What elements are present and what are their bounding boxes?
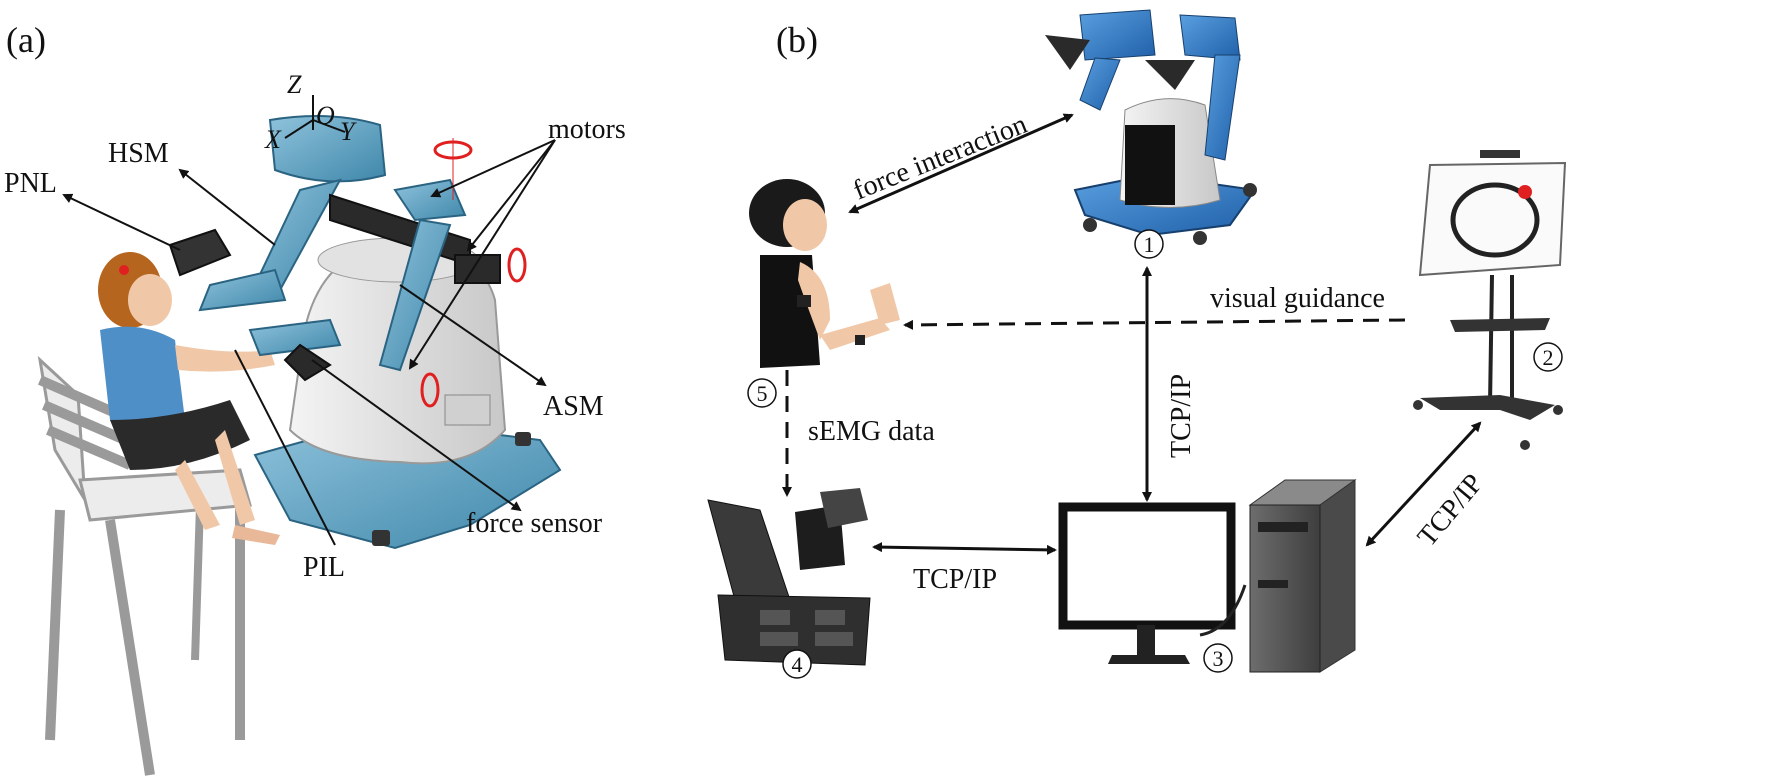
subject-illustration [749, 179, 900, 368]
node-2-label: 2 [1543, 345, 1554, 370]
label-force-sensor: force sensor [466, 508, 603, 539]
node-markers [747, 229, 1563, 679]
axis-x-label: X [264, 125, 282, 154]
leader-lines [62, 139, 556, 546]
node-1-label: 1 [1144, 232, 1155, 257]
connector-lines [782, 113, 1482, 555]
rotation-arrows [420, 138, 527, 408]
robot-arms-illustration [168, 115, 501, 382]
semg-device-illustration [707, 488, 871, 666]
label-tcpip-diagonal: TCP/IP [1412, 468, 1490, 552]
panel-a: (a) [4, 20, 626, 776]
axis-o-label: O [316, 101, 335, 130]
label-asm: ASM [543, 391, 604, 422]
label-visual-guidance: visual guidance [1210, 283, 1385, 314]
label-tcpip-horizontal: TCP/IP [913, 564, 997, 595]
node-5-label: 5 [757, 381, 768, 406]
axis-z-label: Z [287, 70, 302, 99]
label-motors: motors [548, 114, 626, 145]
panel-b-tag: (b) [776, 20, 818, 60]
pc-tower-illustration [1199, 479, 1357, 673]
visual-display-illustration [1413, 150, 1567, 450]
rehab-robot-illustration [1045, 9, 1257, 245]
axis-y-label: Y [340, 117, 357, 146]
monitor-illustration [1058, 502, 1236, 664]
label-hsm: HSM [108, 138, 169, 169]
label-pil: PIL [303, 552, 345, 583]
node-4-label: 4 [792, 652, 803, 677]
seated-user-illustration [98, 252, 280, 545]
panel-a-tag: (a) [6, 20, 46, 60]
panel-b: (b) [707, 9, 1567, 679]
label-tcpip-vertical: TCP/IP [1166, 374, 1197, 458]
node-3-label: 3 [1213, 646, 1224, 671]
label-semg-data: sEMG data [808, 416, 935, 447]
label-force-interaction: force interaction [849, 109, 1031, 207]
coordinate-axes [284, 95, 346, 139]
label-pnl: PNL [4, 168, 57, 199]
